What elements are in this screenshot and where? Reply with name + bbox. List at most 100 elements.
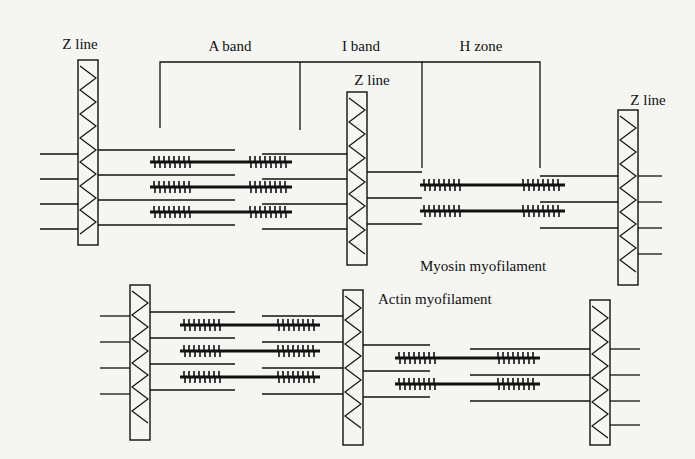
myosin-head xyxy=(159,188,161,193)
myosin-head xyxy=(183,345,185,350)
myosin-head xyxy=(259,206,261,211)
myosin-head xyxy=(168,181,170,186)
myosin-head xyxy=(278,378,280,383)
myosin-head xyxy=(274,181,276,186)
myosin-head xyxy=(274,156,276,161)
myosin-head xyxy=(255,163,257,168)
actin-filament xyxy=(610,348,640,349)
myosin-head xyxy=(537,205,539,210)
myosin-head xyxy=(219,326,221,331)
myosin-head xyxy=(449,186,451,191)
myosin-head xyxy=(218,345,220,350)
myosin-head xyxy=(179,188,181,193)
myosin-head xyxy=(203,371,205,376)
myosin-head xyxy=(553,212,555,217)
myosin-head xyxy=(249,206,251,211)
myosin-head xyxy=(298,352,300,357)
myosin-head xyxy=(199,326,201,331)
myosin-head xyxy=(527,179,529,184)
actin-filament xyxy=(470,374,590,375)
actin-filament xyxy=(100,393,130,394)
myosin-head xyxy=(553,186,555,191)
myosin-head xyxy=(264,181,266,186)
actin-filament xyxy=(610,374,640,375)
myosin-head xyxy=(169,188,171,193)
myosin-head xyxy=(558,186,560,191)
myosin-head xyxy=(249,156,251,161)
myosin-head xyxy=(287,345,289,350)
myosin-head xyxy=(254,181,256,186)
myosin-head xyxy=(260,213,262,218)
myosin-head xyxy=(188,206,190,211)
myosin-head xyxy=(270,163,272,168)
myosin-head xyxy=(189,378,191,383)
z-line-zigzag xyxy=(132,291,148,423)
myosin-head xyxy=(313,326,315,331)
myosin-head xyxy=(428,205,430,210)
myosin-head xyxy=(523,385,525,390)
myosin-head xyxy=(428,179,430,184)
myosin-head xyxy=(448,205,450,210)
myosin-head xyxy=(497,352,499,357)
actin-filament xyxy=(363,370,430,371)
myosin-head xyxy=(163,181,165,186)
myosin-head xyxy=(204,352,206,357)
myosin-head xyxy=(254,156,256,161)
actin-filament xyxy=(98,149,235,150)
myosin-head xyxy=(522,352,524,357)
myosin-head xyxy=(275,188,277,193)
myosin-head xyxy=(163,156,165,161)
myosin-head xyxy=(178,181,180,186)
myosin-head xyxy=(184,378,186,383)
myosin-head xyxy=(153,181,155,186)
myosin-head xyxy=(208,345,210,350)
myosin-head xyxy=(279,156,281,161)
myosin-head xyxy=(312,371,314,376)
actin-filament xyxy=(100,367,130,368)
myosin-head xyxy=(280,163,282,168)
myosin-head xyxy=(403,352,405,357)
myosin-head xyxy=(292,345,294,350)
myosin-head xyxy=(458,205,460,210)
actin-filament xyxy=(610,424,640,425)
actin-filament xyxy=(638,201,662,202)
band-label: I band xyxy=(342,38,380,55)
actin-filament xyxy=(363,344,430,345)
myosin-head xyxy=(413,352,415,357)
myosin-head xyxy=(528,385,530,390)
myosin-head xyxy=(538,186,540,191)
actin-filament xyxy=(262,367,343,368)
myosin-head xyxy=(308,326,310,331)
myosin-head xyxy=(433,179,435,184)
myosin-head xyxy=(288,326,290,331)
myosin-head xyxy=(208,319,210,324)
myosin-head xyxy=(277,319,279,324)
myosin-head xyxy=(552,205,554,210)
myosin-head xyxy=(188,181,190,186)
myosin-head xyxy=(453,179,455,184)
myosin-head xyxy=(518,359,520,364)
actin-filament xyxy=(98,199,235,200)
z-line-label: Z line xyxy=(354,72,389,89)
myosin-head xyxy=(194,352,196,357)
myosin-head xyxy=(288,378,290,383)
myosin-head xyxy=(409,359,411,364)
myosin-head xyxy=(439,212,441,217)
myosin-head xyxy=(214,352,216,357)
myosin-head xyxy=(292,319,294,324)
myosin-head xyxy=(444,186,446,191)
myosin-head xyxy=(153,156,155,161)
myosin-head xyxy=(264,206,266,211)
myosin-head xyxy=(260,163,262,168)
myosin-head xyxy=(279,206,281,211)
z-line-zigzag xyxy=(349,98,365,254)
myosin-head xyxy=(298,378,300,383)
myosin-head xyxy=(270,188,272,193)
actin-filament xyxy=(540,175,618,176)
myosin-head xyxy=(453,205,455,210)
myosin-head xyxy=(403,378,405,383)
actin-filament xyxy=(100,341,130,342)
myosin-head xyxy=(448,179,450,184)
myosin-head xyxy=(439,186,441,191)
actin-filament xyxy=(367,171,422,172)
